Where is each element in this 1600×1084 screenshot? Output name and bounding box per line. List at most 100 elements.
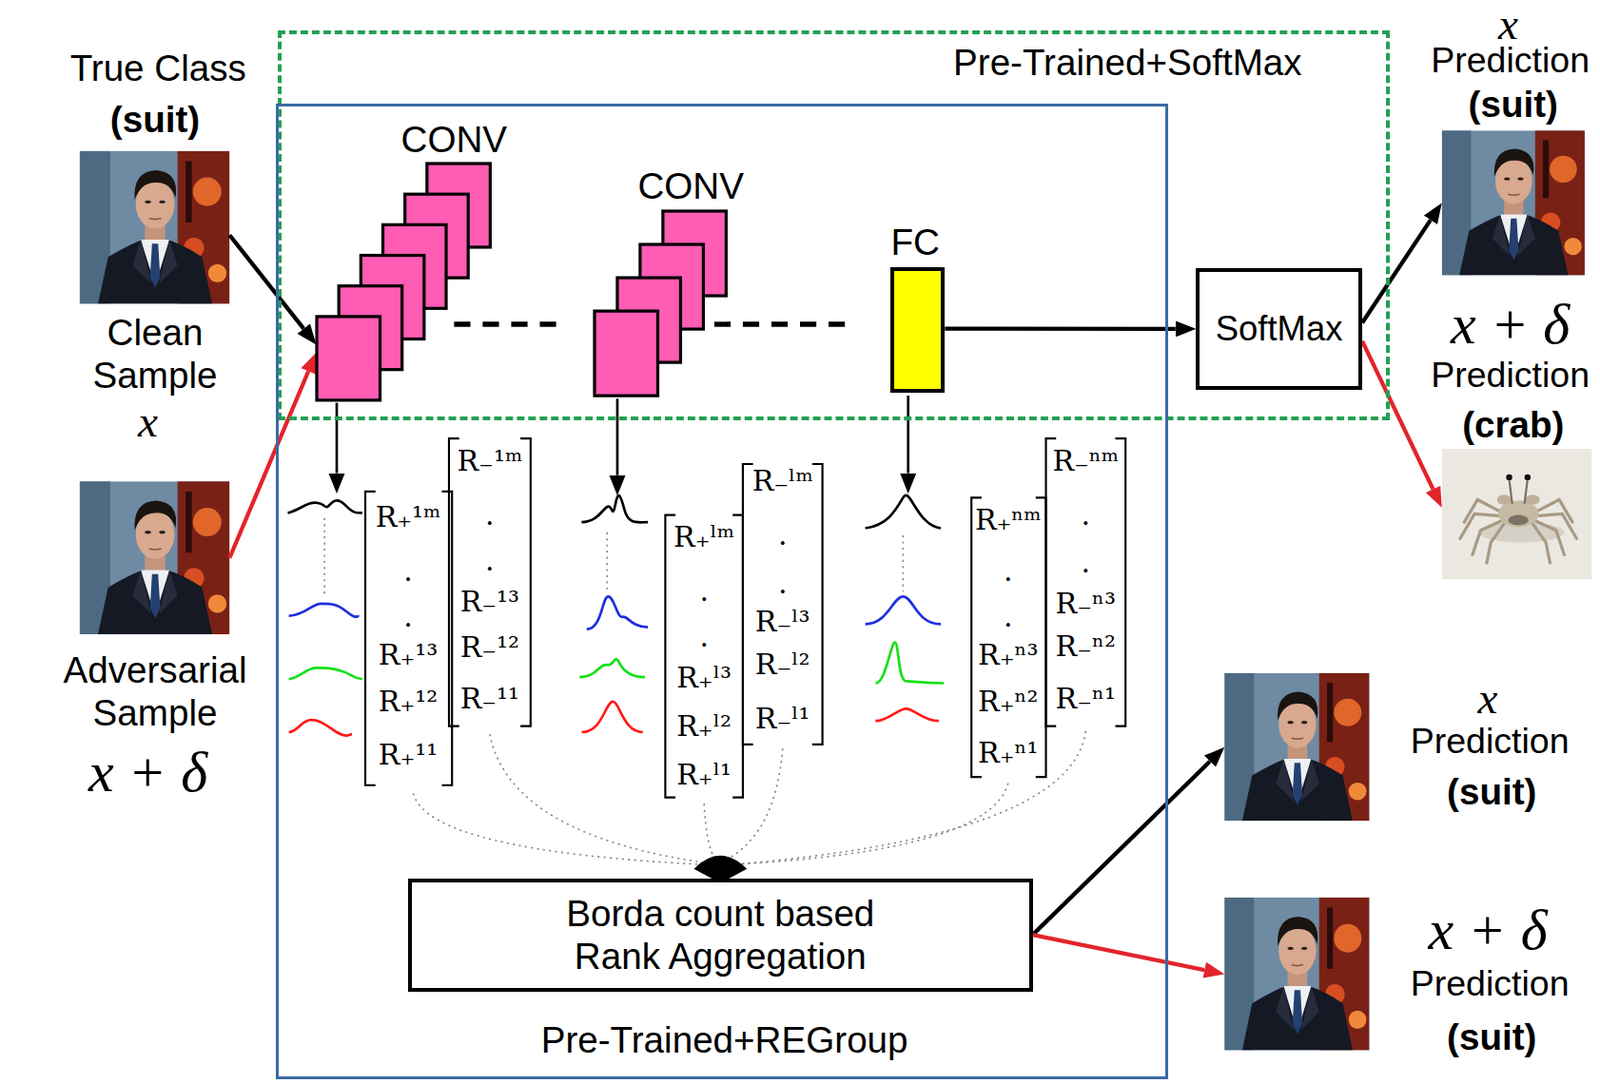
bracket — [1046, 438, 1127, 726]
rank-entry: . — [778, 521, 788, 550]
fc-layer: FC — [890, 267, 945, 393]
curve — [865, 495, 941, 529]
prediction-photo — [1442, 130, 1585, 275]
math-symbol: x — [1498, 1, 1519, 47]
curve — [581, 495, 648, 523]
region-title: Pre-Trained+REGroup — [541, 1019, 909, 1062]
rank-entry: R₊ⁿ³ — [977, 641, 1038, 670]
rank-entry: R₋ⁿ² — [1055, 632, 1116, 662]
curve — [289, 720, 353, 736]
curve — [581, 702, 643, 733]
rank-entry: R₊¹ᵐ — [375, 503, 442, 532]
bracket — [448, 438, 531, 726]
math-symbol: x + δ — [1427, 901, 1547, 959]
feature-arrow — [335, 403, 339, 474]
sample-label: Clean Sample — [68, 312, 242, 397]
model-region: CONV CONV FC SoftMax Pre-Trained+SoftMax — [277, 30, 1390, 421]
conv-layer: CONV — [594, 211, 726, 396]
prediction-label: Prediction — [1410, 721, 1570, 762]
connector-arrow — [1362, 341, 1433, 490]
connector-arrow — [229, 234, 304, 329]
adversarial-photo — [79, 481, 231, 635]
connector-arrow — [229, 370, 309, 558]
prediction-photo — [1442, 448, 1593, 580]
rank-entry: R₋ⁿᵐ — [1052, 447, 1119, 476]
rank-entry: R₋ˡ² — [755, 650, 811, 680]
rank-entry: . — [699, 577, 709, 606]
curve — [289, 604, 360, 618]
prediction-label: Prediction — [1430, 40, 1590, 82]
prediction-photo — [1224, 897, 1369, 1052]
rank-entry: R₋ⁿ³ — [1055, 589, 1116, 619]
model-region: Borda count based Rank AggregationPre-Tr… — [275, 103, 1170, 1080]
layer-label: FC — [890, 221, 939, 264]
prediction-image: xPrediction(suit) — [1442, 130, 1585, 275]
sample-label: Adversarial Sample — [45, 649, 266, 735]
rank-entry: R₋¹ᵐ — [456, 447, 523, 476]
math-symbol: x — [137, 399, 158, 445]
rank-entry: . — [485, 501, 495, 530]
connector-arrow — [1033, 761, 1210, 936]
rank-entry: . — [1003, 557, 1014, 586]
rank-entry: . — [699, 623, 709, 652]
conv-layer: CONV — [316, 163, 490, 401]
rank-entry: . — [1081, 501, 1092, 530]
rank-entry: R₊ⁿ² — [977, 687, 1038, 717]
curve — [579, 659, 645, 678]
dotted-line — [323, 518, 326, 599]
continuation-dashes — [714, 321, 858, 327]
bracket — [365, 491, 452, 786]
math-symbol: x + δ — [88, 743, 208, 801]
box-label: SoftMax — [1215, 309, 1344, 350]
rank-entry: R₊ˡ¹ — [676, 760, 732, 790]
rank-entry: R₊¹² — [378, 687, 439, 717]
dotted-line — [730, 731, 1086, 865]
region-title: Pre-Trained+SoftMax — [953, 41, 1303, 84]
feature-arrow — [616, 398, 620, 475]
rank-entry: R₋ˡ¹ — [755, 704, 811, 734]
prediction-label: Prediction — [1410, 964, 1570, 1006]
connector-arrow — [1033, 935, 1206, 971]
distribution-curves — [288, 495, 945, 737]
rank-entry: . — [1003, 603, 1014, 632]
box-label: Borda count based Rank Aggregation — [526, 893, 915, 978]
math-symbol: x — [1478, 676, 1499, 722]
dotted-line — [726, 783, 1009, 866]
rank-entry: . — [403, 603, 413, 632]
curve — [288, 500, 363, 513]
rank-entry: . — [778, 569, 788, 599]
rank-entry: R₊¹³ — [378, 641, 439, 670]
dotted-line — [902, 535, 905, 592]
class-name: (suit) — [1468, 83, 1559, 126]
math-symbol: x + δ — [1450, 295, 1570, 353]
rank-entry: . — [403, 557, 413, 586]
clean-photo — [79, 151, 231, 305]
bracket — [742, 464, 823, 745]
dotted-line — [605, 532, 608, 592]
curve — [865, 596, 941, 625]
class-name: (suit) — [1446, 1016, 1537, 1059]
feature-map — [316, 316, 381, 401]
dotted-line — [412, 793, 709, 865]
layer-stack — [316, 163, 490, 401]
rank-entry: R₊ⁿᵐ — [975, 506, 1042, 535]
dotted-line — [703, 803, 717, 862]
rank-entry: R₋ˡᵐ — [752, 467, 814, 496]
rank-entry: R₊ˡ³ — [676, 663, 732, 693]
continuation-dashes — [453, 321, 556, 327]
softmax-box: SoftMax — [1195, 268, 1363, 391]
rank-entry: . — [1081, 548, 1092, 578]
bracket — [664, 515, 743, 799]
prediction-label: Prediction — [1430, 354, 1590, 396]
prediction-image: xPrediction(suit) — [1224, 673, 1369, 822]
class-name: (suit) — [110, 97, 200, 140]
connector-arrow — [1362, 219, 1431, 323]
curve — [586, 596, 648, 629]
rank-entry: R₋¹² — [460, 633, 521, 663]
class-name: (crab) — [1462, 404, 1564, 447]
feature-map — [594, 311, 659, 396]
rank-entry: R₋ⁿ¹ — [1055, 684, 1116, 714]
rank-entry: R₊ˡ² — [676, 712, 732, 742]
